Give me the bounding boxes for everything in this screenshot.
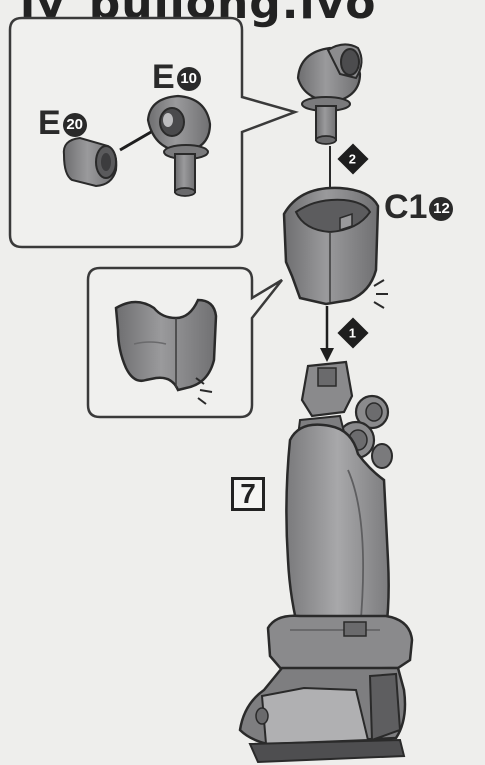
part-leg-drawing — [240, 362, 412, 762]
step-marker-1-label: 1 — [349, 325, 356, 340]
part-label-e20-prefix: E — [38, 104, 61, 142]
assembly-arrow-1 — [320, 306, 334, 362]
step-marker-2-label: 2 — [349, 151, 356, 166]
part-joint-assembled — [298, 44, 362, 144]
part-number-c1: 12 — [429, 197, 453, 221]
part-number-e10: 10 — [177, 67, 201, 91]
part-number-e20: 20 — [63, 113, 87, 137]
click-marks-c1 — [374, 280, 388, 308]
part-label-e10-prefix: E — [152, 58, 175, 96]
part-label-c1-prefix: C1 — [384, 188, 427, 226]
part-c1-drawing — [284, 188, 378, 304]
step-number-box: 7 — [231, 477, 265, 511]
part-e20-drawing — [64, 138, 117, 186]
